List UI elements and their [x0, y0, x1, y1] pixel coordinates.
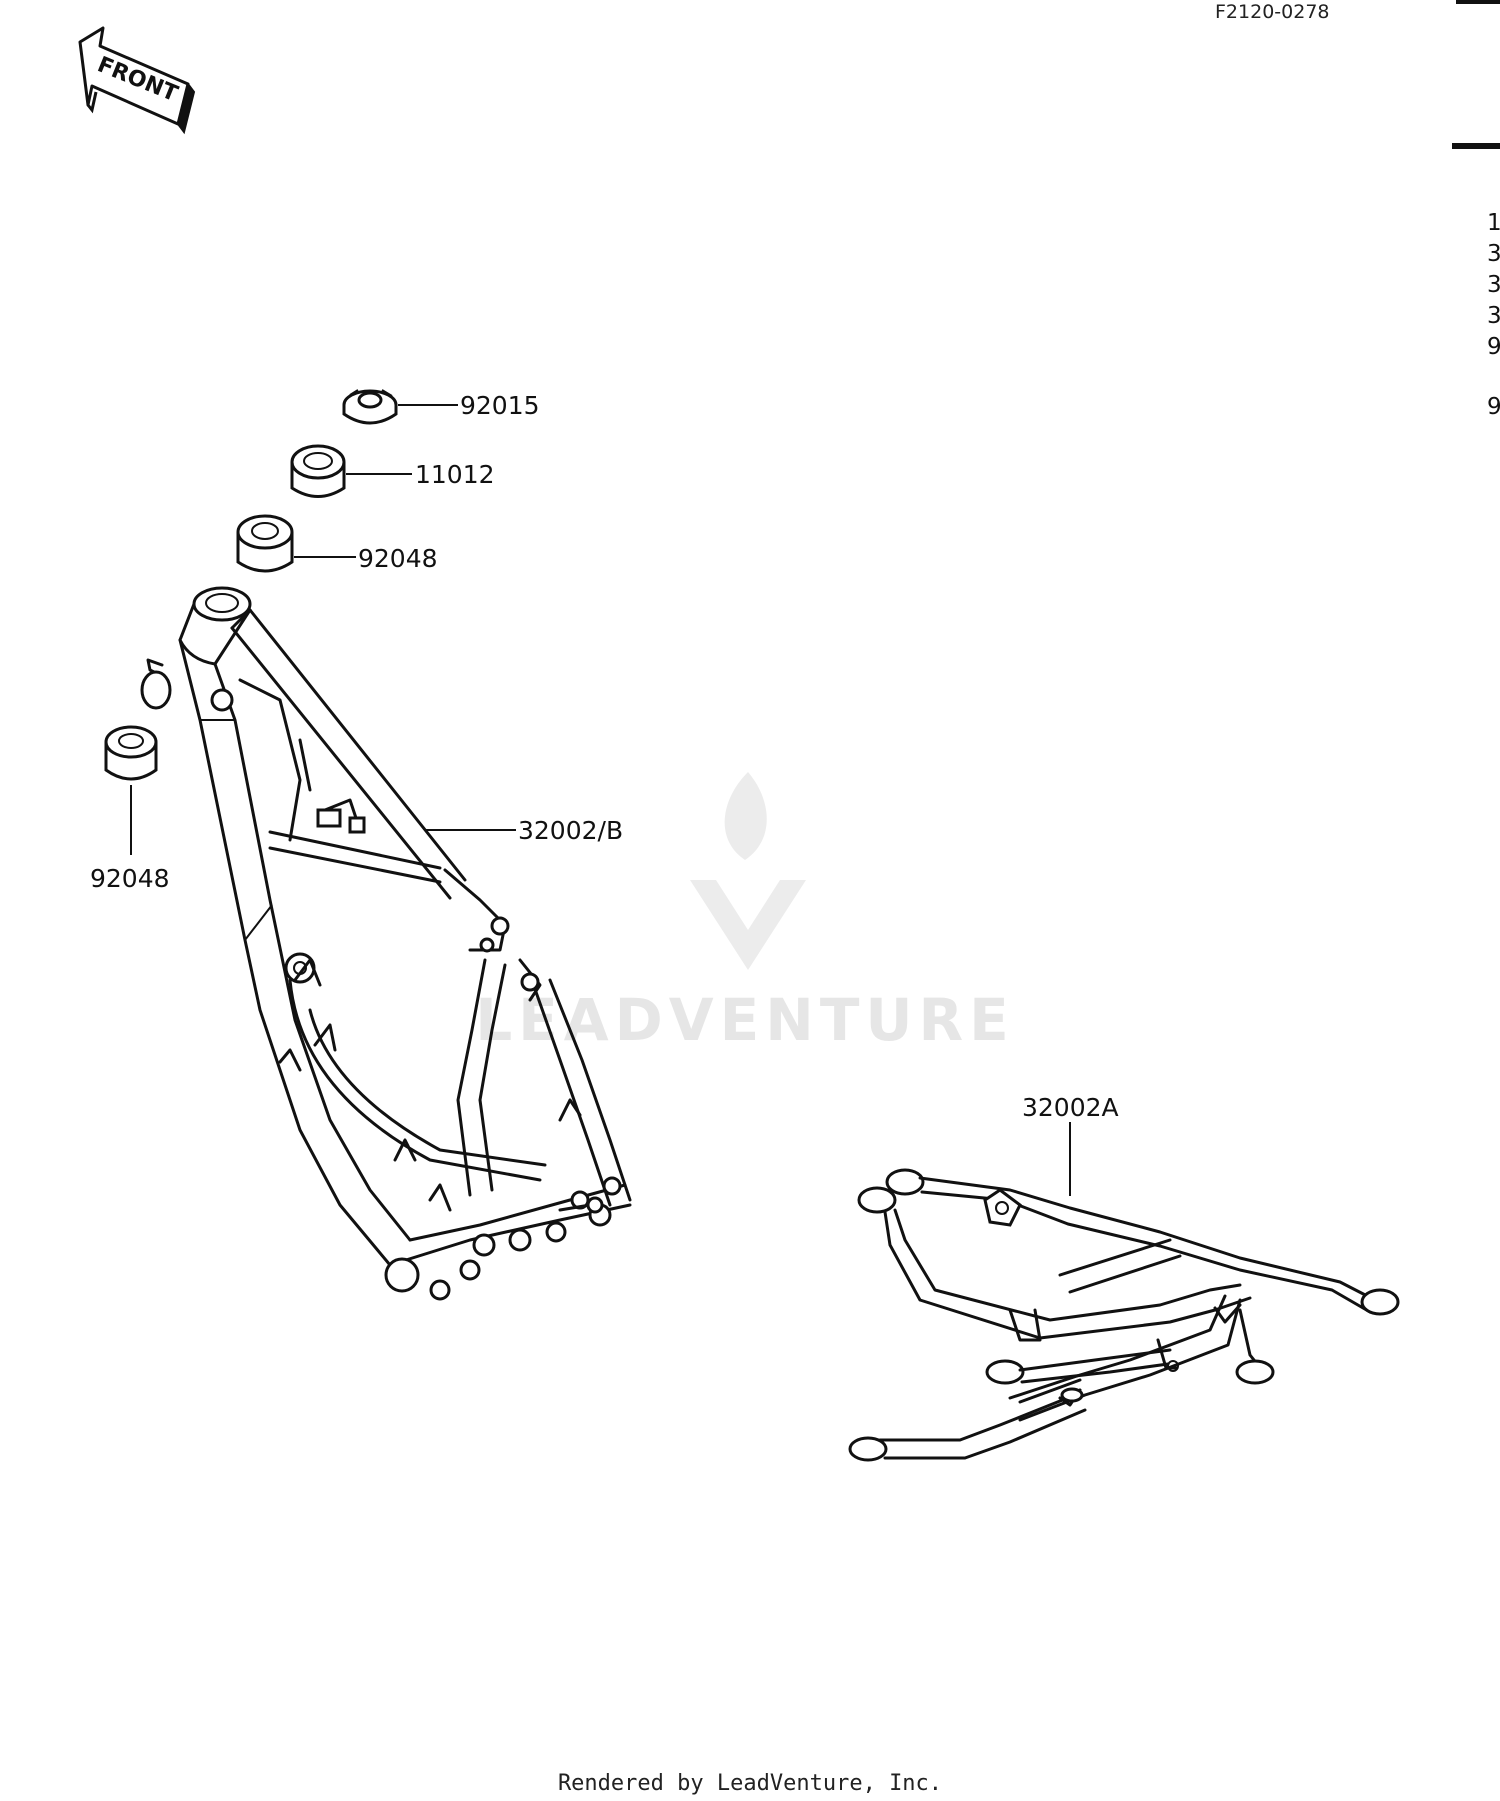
part-32002a-subframe: [848, 1168, 1400, 1462]
callout-92048-lower: 92048: [90, 864, 170, 893]
margin-char: 3: [1487, 272, 1500, 298]
margin-char: 9: [1487, 334, 1500, 360]
margin-mark-top: [1456, 0, 1500, 4]
part-92015-nut: [342, 389, 398, 425]
footer-credit: Rendered by LeadVenture, Inc.: [558, 1771, 942, 1796]
part-92048-bushing-lower: [104, 725, 158, 781]
watermark-text: LEADVENTURE: [475, 986, 1015, 1054]
margin-char: 3: [1487, 303, 1500, 329]
callout-32002b: 32002/B: [518, 816, 623, 845]
callout-92048-upper: 92048: [358, 544, 438, 573]
front-arrow-icon: FRONT: [78, 26, 196, 135]
part-11012-collar: [290, 444, 346, 498]
margin-char: 1: [1487, 210, 1500, 236]
callout-11012: 11012: [415, 460, 495, 489]
callout-32002a: 32002A: [1022, 1093, 1119, 1122]
margin-char: 9: [1487, 394, 1500, 420]
right-margin-column: 1 3 3 3 9 9: [1487, 210, 1500, 420]
part-92048-bushing-upper: [236, 514, 294, 573]
margin-mark-mid: [1452, 143, 1500, 149]
callout-92015: 92015: [460, 391, 540, 420]
watermark: LEADVENTURE: [475, 772, 1015, 1054]
margin-char: 3: [1487, 241, 1500, 267]
part-32002b-main-frame: [140, 586, 632, 1301]
diagram-code: F2120-0278: [1215, 1, 1330, 23]
